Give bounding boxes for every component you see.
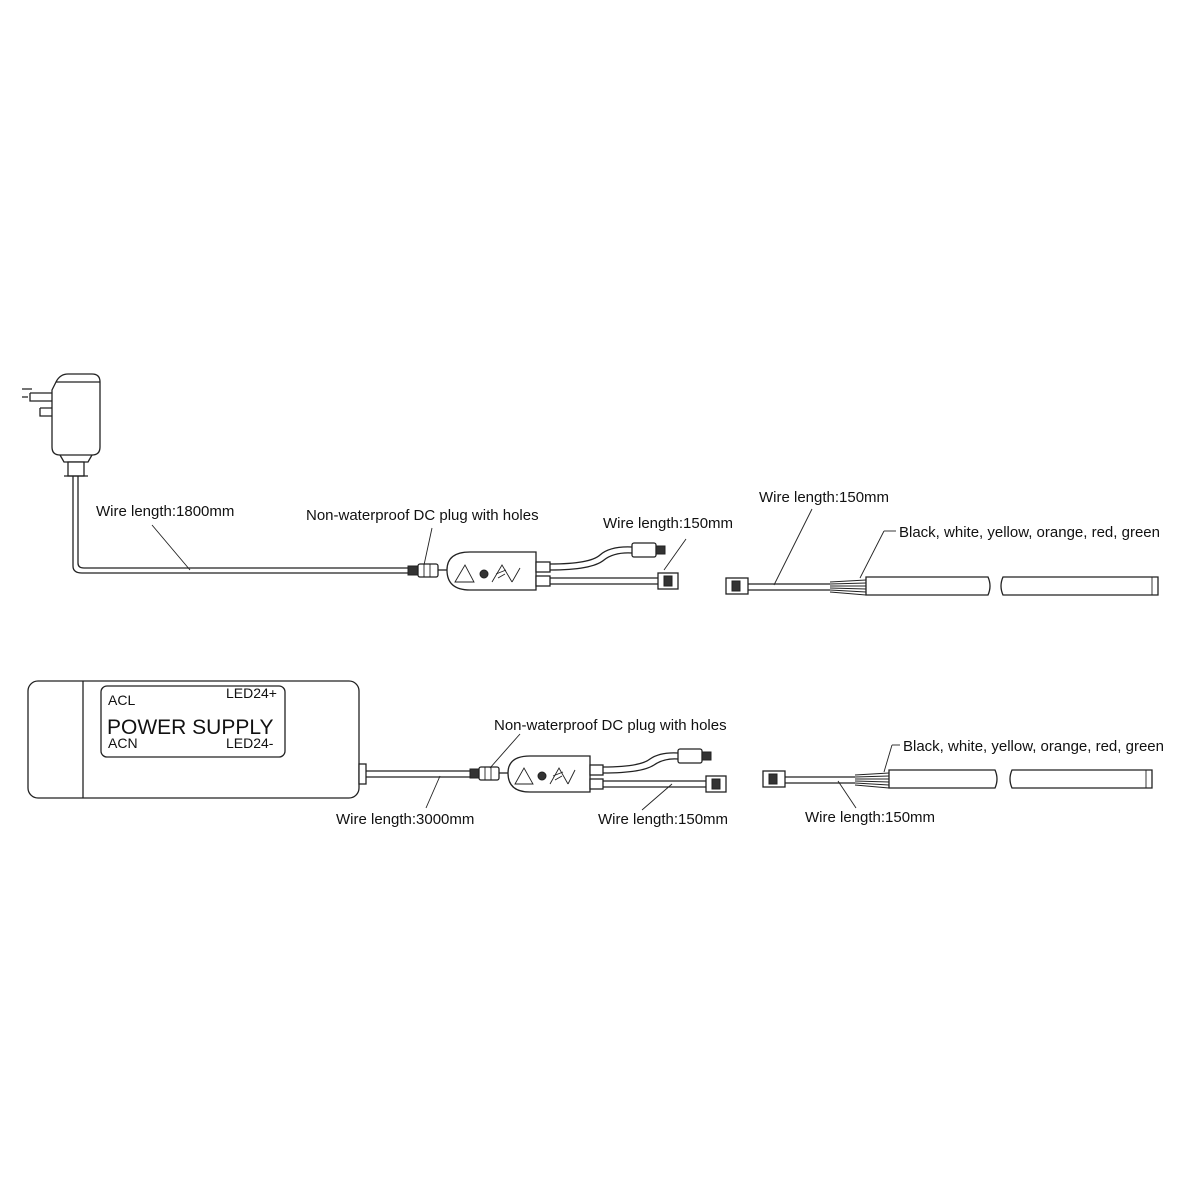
- psu-acl-label: ACL: [108, 692, 135, 708]
- psu-acn-label: ACN: [108, 735, 138, 751]
- label-dc-plug-top: Non-waterproof DC plug with holes: [306, 507, 539, 524]
- power-supply-box: ACL LED24+ POWER SUPPLY ACN LED24-: [27, 680, 367, 799]
- bottom-row: ACL LED24+ POWER SUPPLY ACN LED24-: [27, 680, 1164, 828]
- wall-adapter-icon: [22, 373, 101, 477]
- branch-cables-bottom: [589, 748, 727, 793]
- label-dc-plug-bottom: Non-waterproof DC plug with holes: [494, 717, 727, 734]
- psu-led-pos-label: LED24+: [226, 685, 277, 701]
- dc-plug-bottom: [469, 766, 508, 781]
- label-wire-150-strip-top: Wire length:150mm: [759, 489, 889, 506]
- controller-bottom: [507, 755, 591, 793]
- dc-plug: [407, 563, 447, 578]
- label-wire-150-branch-top: Wire length:150mm: [603, 515, 733, 532]
- label-wire-colors-top: Black, white, yellow, orange, red, green: [899, 524, 1160, 541]
- led-strip-bottom: [762, 769, 1153, 789]
- top-row: Wire length:1800mm Non-waterproof DC plu…: [22, 373, 1160, 596]
- label-wire-150-strip-bottom: Wire length:150mm: [805, 809, 935, 826]
- psu-title: POWER SUPPLY: [107, 716, 273, 739]
- label-wire-150-branch-bottom: Wire length:150mm: [598, 811, 728, 828]
- controller: [446, 551, 537, 591]
- label-wire-1800: Wire length:1800mm: [96, 503, 234, 520]
- label-wire-3000: Wire length:3000mm: [336, 811, 474, 828]
- led-strip-top: [725, 576, 1159, 596]
- main-cable: [72, 476, 408, 574]
- psu-led-neg-label: LED24-: [226, 735, 274, 751]
- label-wire-colors-bottom: Black, white, yellow, orange, red, green: [903, 738, 1164, 755]
- branch-cables: [535, 542, 679, 590]
